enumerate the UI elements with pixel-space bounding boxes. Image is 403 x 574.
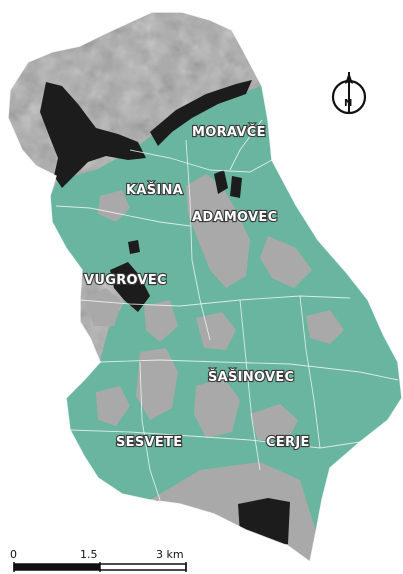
urban-zone [50, 86, 402, 532]
label-kasina: KAŠINA [126, 182, 183, 198]
forest-patch [128, 240, 140, 254]
scale-tick-mid: 1.5 [80, 548, 98, 561]
scale-tick-0: 0 [10, 548, 17, 561]
terrain-patch [136, 348, 178, 420]
forest-patch [214, 170, 228, 194]
scale-tick-end: 3 km [156, 548, 184, 561]
label-moravce: MORAVČE [192, 124, 266, 140]
scale-bar: 0 1.5 3 km [10, 548, 187, 572]
label-sasinovec: ŠAŠINOVEC [208, 369, 294, 385]
label-vugrovec: VUGROVEC [84, 273, 167, 288]
forest-patch [230, 176, 242, 198]
terrain-patch [144, 300, 178, 342]
place-labels: MORAVČE KAŠINA ADAMOVEC VUGROVEC ŠAŠINOV… [83, 123, 311, 451]
terrain-patch [84, 288, 122, 326]
terrain-patch [96, 386, 130, 426]
label-cerje: CERJE [266, 435, 310, 450]
terrain-patch [260, 236, 312, 288]
terrain-patch [186, 174, 250, 288]
forest-patch [110, 262, 150, 312]
forest-patch [238, 498, 290, 546]
forest-layer [40, 80, 290, 546]
terrain-patch [250, 404, 298, 440]
label-adamovec: ADAMOVEC [192, 210, 277, 225]
boundary-lines [55, 119, 399, 501]
terrain-patch [196, 312, 236, 350]
north-arrow-icon: N [331, 72, 367, 115]
terrain-patch [194, 378, 240, 438]
forest-patch [40, 82, 146, 188]
terrain-patch [306, 310, 344, 344]
north-letter: N [344, 98, 352, 109]
label-sesvete: SESVETE [116, 435, 182, 450]
forest-patch [150, 80, 252, 146]
